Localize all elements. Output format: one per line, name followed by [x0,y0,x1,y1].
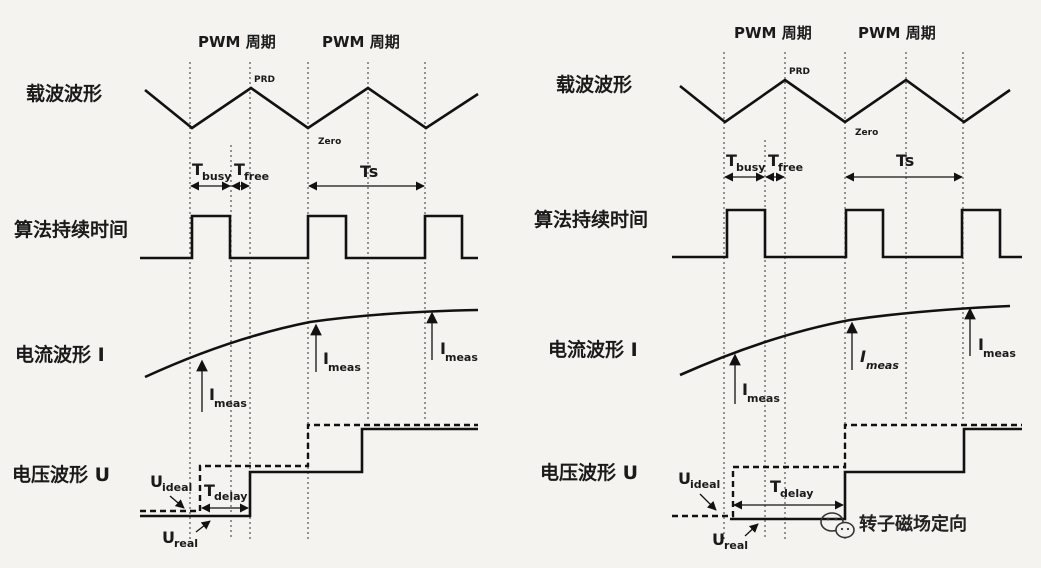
svg-text:ideal: ideal [690,478,720,491]
svg-text:meas: meas [445,351,478,364]
zero-label-right: Zero [855,128,878,138]
label-algorithm-right: 算法持续时间 [534,208,648,231]
svg-text:meas: meas [214,397,247,410]
watermark: 转子磁场定向 [820,512,967,539]
svg-text:free: free [778,161,803,174]
tbusy-label-left: T busy [192,160,231,183]
watermark-text: 转子磁场定向 [859,513,967,535]
svg-text:I: I [860,347,866,366]
uideal-label-left: U ideal [150,472,192,509]
svg-text:I: I [440,339,446,358]
label-voltage-right: 电压波形 U [540,461,638,484]
right-panel: 载波波形 算法持续时间 电流波形 I 电压波形 U PWM 周期 PWM 周期 … [534,24,1022,552]
svg-text:T: T [204,481,215,500]
label-algorithm-left: 算法持续时间 [14,218,128,241]
svg-text:T: T [726,151,737,170]
u-ideal-wave-left [140,423,478,513]
current-curve-left [144,308,479,379]
svg-text:I: I [742,380,748,399]
imeas-marker-1-right: I meas [729,353,780,405]
label-voltage-left: 电压波形 U [12,463,110,486]
svg-text:real: real [724,539,748,552]
svg-text:I: I [323,349,329,368]
ts-label-left: Ts [360,162,378,181]
svg-text:T: T [770,477,781,496]
svg-text:I: I [978,335,984,354]
pwm-period-label-1-left: PWM 周期 [198,33,276,51]
svg-text:busy: busy [736,161,765,174]
u-real-wave-right [730,427,1022,521]
imeas-marker-2-right: I meas [846,321,899,372]
imeas-marker-1-left: I meas [196,359,247,412]
pwm-period-label-2-left: PWM 周期 [322,33,400,51]
zero-label-left: Zero [318,137,341,147]
tbusy-label-right: T busy [726,151,765,174]
pwm-period-label-2-right: PWM 周期 [858,24,936,42]
imeas-marker-2-left: I meas [310,323,361,374]
guide-lines-right [723,52,964,540]
svg-text:U: U [712,530,725,549]
svg-text:T: T [192,160,203,179]
label-carrier-left: 载波波形 [26,82,102,105]
left-panel: 载波波形 算法持续时间 电流波形 I 电压波形 U PWM 周期 PWM 周期 … [12,33,479,550]
svg-text:meas: meas [983,347,1016,360]
svg-text:meas: meas [328,361,361,374]
ureal-label-right: U real [712,523,759,552]
ureal-label-left: U real [162,520,211,550]
svg-text:T: T [768,151,779,170]
carrier-wave-right [679,78,1011,124]
algorithm-pulse-right [672,208,1022,259]
ts-label-right: Ts [896,151,914,170]
svg-text:real: real [174,537,198,550]
svg-text:I: I [209,385,215,404]
svg-text:delay: delay [214,490,247,503]
tdelay-label-right: T delay [770,477,813,500]
svg-text:meas: meas [747,392,780,405]
guide-lines-left [189,62,426,540]
svg-text:meas: meas [866,359,899,372]
uideal-label-right: U ideal [678,469,720,511]
u-ideal-wave-right [672,423,1022,518]
svg-text:delay: delay [780,487,813,500]
current-curve-right [679,304,1011,377]
prd-label-left: PRD [254,75,275,85]
carrier-wave-left [144,86,479,130]
prd-label-right: PRD [789,67,810,77]
svg-text:ideal: ideal [162,481,192,494]
label-current-right: 电流波形 I [548,338,638,361]
u-real-wave-left [140,427,478,518]
pwm-period-label-1-right: PWM 周期 [734,24,812,42]
tdelay-label-left: T delay [204,481,247,503]
label-current-left: 电流波形 I [15,343,105,366]
imeas-marker-3-left: I meas [426,311,478,364]
svg-text:U: U [678,469,691,488]
imeas-marker-3-right: I meas [964,307,1016,360]
tfree-label-right: T free [768,151,803,174]
svg-text:U: U [162,528,175,547]
tfree-label-left: T free [234,160,269,183]
label-carrier-right: 载波波形 [556,73,632,96]
svg-text:U: U [150,472,163,491]
svg-text:free: free [244,170,269,183]
svg-text:T: T [234,160,245,179]
svg-text:busy: busy [202,170,231,183]
algorithm-pulse-left [140,214,478,260]
wechat-icon [820,512,855,539]
